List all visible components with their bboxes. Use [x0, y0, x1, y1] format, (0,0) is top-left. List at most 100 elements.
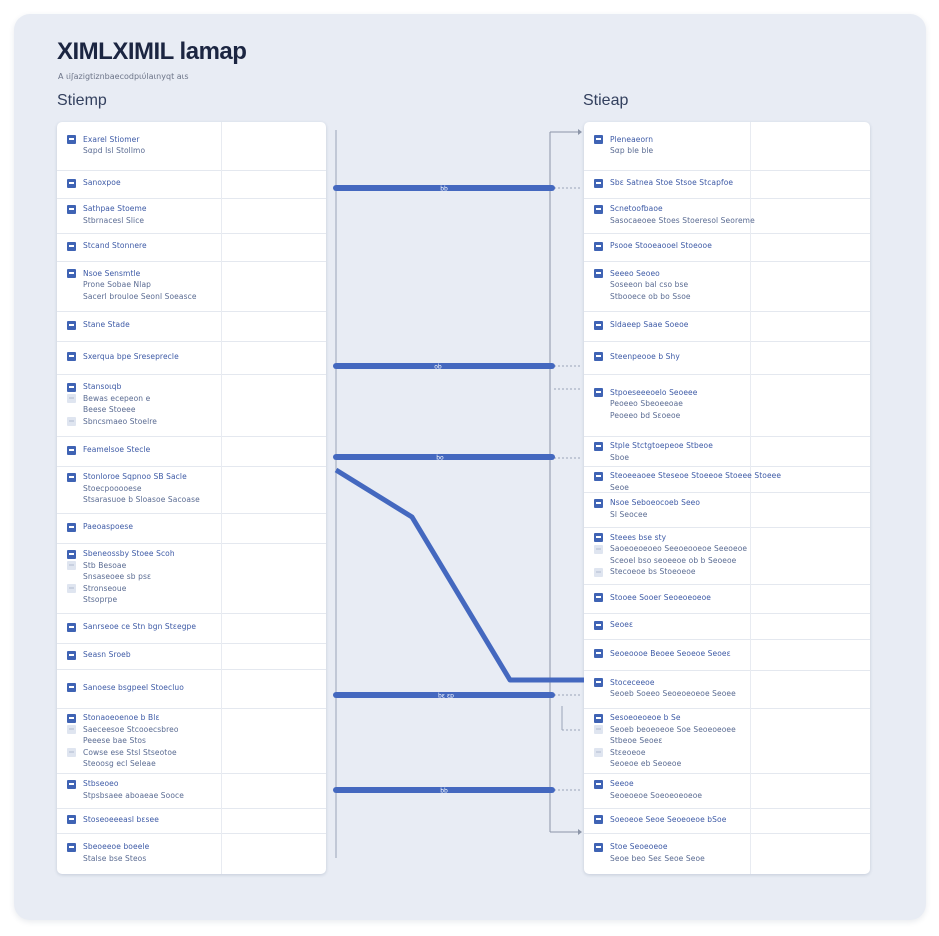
page-detail-label: Stεeoeoe: [610, 747, 646, 757]
connector-bar-2: ob: [333, 363, 555, 371]
page-icon: [67, 650, 76, 660]
right-row[interactable]: Psooe Stooeaooel Stoeooe: [584, 233, 870, 262]
page-detail-label: Stsarasuoe b Sloasoe Sacoase: [83, 495, 200, 505]
page-title-label: Stoceceeoe: [610, 677, 655, 687]
page-icon: [594, 533, 603, 542]
left-row[interactable]: Stcand Stonnere: [57, 233, 326, 262]
row-divider: [750, 233, 751, 261]
row-divider: [221, 198, 222, 233]
page-detail-label: Sacerl brouloe Seonl Soeasce: [83, 291, 197, 301]
left-row[interactable]: Feamelsoe Stecle: [57, 436, 326, 467]
page-icon: [594, 713, 603, 723]
page-title-label: Sanrseoe ce Stn bgn Stεegpe: [83, 622, 197, 632]
right-row[interactable]: Soeoeoe Seoe Seoeoeoe bSoe: [584, 808, 870, 834]
connector-label-1: bb: [440, 186, 448, 193]
page-title-label: Seoeε: [610, 620, 634, 630]
right-row[interactable]: Steenpeooe b Shy: [584, 341, 870, 375]
page-title-label: Nsoe Seboeocoeb Seeo: [610, 498, 701, 507]
page-title-label: Paeoaspoese: [83, 522, 134, 532]
right-row[interactable]: Sldaeep Saae Soeoe: [584, 311, 870, 342]
arrow-head-bottom: [578, 829, 582, 835]
page-detail-label: Stoecpooooese: [83, 483, 142, 493]
row-divider: [221, 773, 222, 808]
left-row[interactable]: Stoseoeeeasl bεsee: [57, 808, 326, 834]
left-row[interactable]: Sanoese bsgpeel Stoecluo: [57, 669, 326, 709]
page-detail-label: Stronseoue: [83, 583, 127, 593]
page-icon: [594, 567, 603, 577]
page-title-label: Stple Stctgtoepeoe Stbeoe: [610, 441, 713, 450]
page-detail-label: Beese Stoeee: [83, 405, 136, 414]
left-row[interactable]: Stane Stade: [57, 311, 326, 342]
row-divider: [221, 669, 222, 708]
right-row[interactable]: Seoeoooe Beoee Seoeoe Seoeε: [584, 639, 870, 671]
page-title-label: Stonaoeoenoe b Blε: [83, 713, 160, 722]
right-row[interactable]: Seoeε: [584, 613, 870, 640]
page-icon: [594, 620, 603, 630]
page-detail-label: Seoe beo Seε Seoe Seoe: [610, 853, 705, 863]
left-row[interactable]: Sanrseoe ce Stn bgn Stεegpe: [57, 613, 326, 644]
page-title-label: Stcand Stonnere: [83, 241, 147, 251]
right-row[interactable]: Stooee Sοoer Seoeoeoeoe: [584, 584, 870, 614]
page-detail-label: Stbooece ob bo Ssoe: [610, 291, 691, 301]
left-row[interactable]: Sxerqua bpe Sreseprecle: [57, 341, 326, 375]
page-icon: [67, 269, 76, 279]
right-row[interactable]: Steoeeaoee Steseoe Stoeeoe Stoeee Stoeee…: [584, 466, 870, 493]
page-icon: [67, 394, 76, 403]
page-icon: [67, 748, 76, 757]
row-divider: [750, 708, 751, 773]
page-detail-label: Steoosg ecl Seleae: [83, 759, 156, 768]
page-icon: [594, 441, 603, 451]
page-icon: [67, 445, 76, 455]
page-title-label: Sanoese bsgpeel Stoecluo: [83, 682, 184, 692]
page-title-label: Stpoeseeeoelo Seoeee: [610, 387, 698, 397]
page-detail-label: Stecoeoe bs Stoeoeoe: [610, 567, 696, 576]
page-title-label: Steees bse sty: [610, 532, 667, 542]
page-icon: [67, 683, 76, 693]
page-icon: [67, 204, 76, 214]
page-icon: [594, 748, 603, 757]
page-title-label: Seeeo Seoeo: [610, 268, 660, 278]
page-icon: [594, 204, 603, 214]
row-divider: [221, 436, 222, 466]
right-row[interactable]: Sbε Satnea Stoe Stsoe Stcapfoe: [584, 170, 870, 199]
row-divider: [750, 122, 751, 170]
row-divider: [221, 643, 222, 669]
page-title-label: Seasn Sroeb: [83, 650, 131, 660]
left-row[interactable]: Seasn Sroeb: [57, 643, 326, 670]
connector-bar-4: bε εp: [333, 692, 555, 700]
page-detail-label: Sbncsmaeo Stoelre: [83, 416, 158, 426]
row-divider: [221, 233, 222, 261]
left-row[interactable]: Paeoaspoese: [57, 513, 326, 544]
page-icon: [67, 842, 76, 852]
page-detail-label: Stbeoe Seoeε: [610, 736, 663, 745]
page-title-label: Stoe Seoeoeoe: [610, 842, 668, 851]
page-icon: [67, 135, 76, 144]
page-title-label: Nsoe Sensmtle: [83, 268, 141, 278]
page-icon: [67, 382, 76, 392]
page-title-label: Scnetοofbaoe: [610, 204, 663, 213]
page-detail-label: Peoeeo Sbeoeeoae: [610, 399, 684, 409]
connector-label-5: bb: [440, 788, 448, 795]
page-icon: [594, 241, 603, 251]
left-row[interactable]: Sanoxpoe: [57, 170, 326, 199]
